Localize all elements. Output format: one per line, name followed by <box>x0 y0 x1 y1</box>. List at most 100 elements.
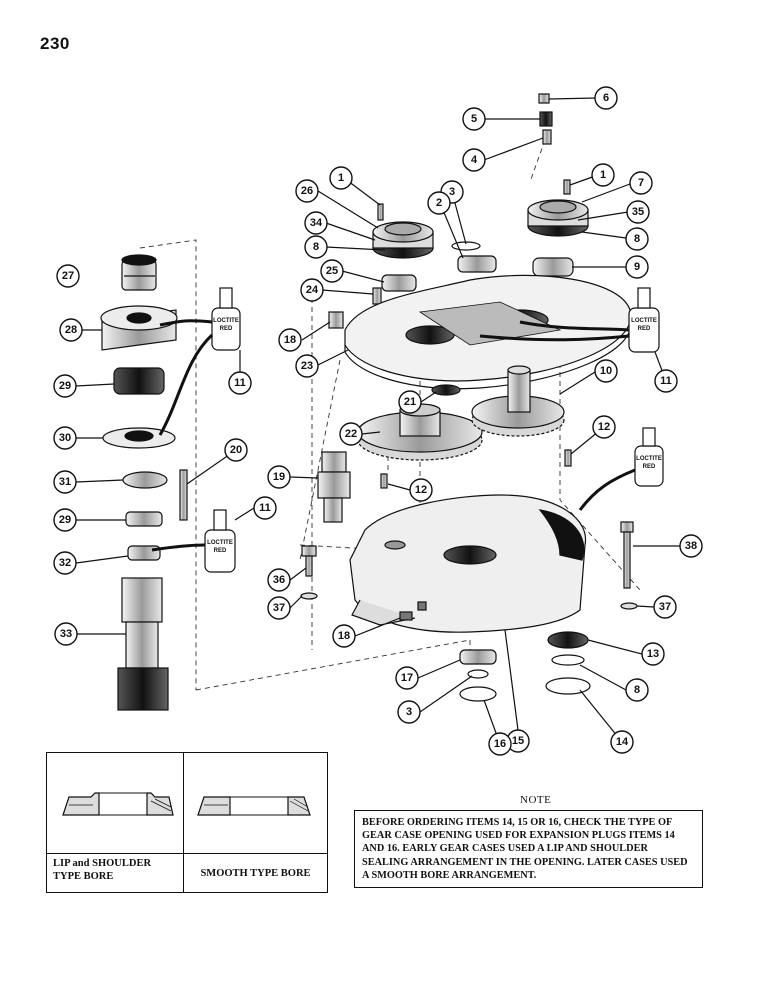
callout-19: 19 <box>267 465 291 489</box>
note-title: NOTE <box>520 794 552 806</box>
callout-29b: 29 <box>53 508 77 532</box>
callout-8c: 8 <box>625 678 649 702</box>
dowel-pin-12a <box>380 473 388 489</box>
svg-text:LOCTITE: LOCTITE <box>631 318 657 324</box>
svg-text:8: 8 <box>313 241 319 253</box>
callout-21: 21 <box>398 390 422 414</box>
svg-text:10: 10 <box>600 365 612 377</box>
svg-text:35: 35 <box>632 206 644 218</box>
svg-text:RED: RED <box>643 464 656 470</box>
svg-text:2: 2 <box>436 197 442 209</box>
callout-34: 34 <box>304 211 328 235</box>
svg-text:25: 25 <box>326 265 338 277</box>
callout-37b: 37 <box>653 595 677 619</box>
callout-36: 36 <box>267 568 291 592</box>
svg-text:8: 8 <box>634 233 640 245</box>
lip-shoulder-bore-cell: LIP and SHOULDER TYPE BORE <box>47 753 184 892</box>
bearing-cap-left <box>372 221 434 259</box>
svg-text:9: 9 <box>634 261 640 273</box>
callout-8b: 8 <box>625 227 649 251</box>
svg-text:18: 18 <box>338 630 350 642</box>
svg-text:30: 30 <box>59 432 71 444</box>
callout-1b: 1 <box>591 163 615 187</box>
leader-lines <box>75 97 680 745</box>
svg-text:11: 11 <box>234 377 246 389</box>
page-number: 230 <box>40 34 70 53</box>
svg-text:23: 23 <box>301 360 313 372</box>
svg-text:32: 32 <box>59 557 71 569</box>
top-cover-plate <box>344 274 632 390</box>
svg-text:21: 21 <box>404 396 416 408</box>
callout-2: 2 <box>427 191 451 215</box>
svg-text:36: 36 <box>273 574 285 586</box>
left-parts-stack <box>100 254 178 711</box>
svg-text:28: 28 <box>65 324 77 336</box>
svg-text:13: 13 <box>647 648 659 660</box>
svg-text:15: 15 <box>512 735 524 747</box>
callout-22: 22 <box>339 422 363 446</box>
callout-13: 13 <box>641 642 665 666</box>
callout-11a: 11 <box>228 371 252 395</box>
callout-12b: 12 <box>409 478 433 502</box>
svg-text:3: 3 <box>406 706 412 718</box>
pinion-shaft <box>317 451 351 523</box>
svg-text:3: 3 <box>449 186 455 198</box>
callout-17: 17 <box>395 666 419 690</box>
callout-30: 30 <box>53 426 77 450</box>
svg-text:5: 5 <box>471 113 477 125</box>
bearings-top <box>328 179 574 329</box>
svg-text:RED: RED <box>214 548 227 554</box>
loctite-bottle-a: LOCTITE RED <box>211 287 241 351</box>
callout-27: 27 <box>56 264 80 288</box>
loctite-bottle-b: LOCTITE RED <box>628 287 660 353</box>
callout-4: 4 <box>462 148 486 172</box>
callout-11c: 11 <box>253 496 277 520</box>
callout-25: 25 <box>320 259 344 283</box>
callout-9: 9 <box>625 255 649 279</box>
svg-text:8: 8 <box>634 684 640 696</box>
svg-text:24: 24 <box>306 284 319 296</box>
loctite-lines <box>151 319 636 552</box>
callout-1a: 1 <box>329 166 353 190</box>
callout-6: 6 <box>594 86 618 110</box>
callout-29a: 29 <box>53 374 77 398</box>
callout-3b: 3 <box>397 700 421 724</box>
svg-text:27: 27 <box>62 270 74 282</box>
callout-24: 24 <box>300 278 324 302</box>
callout-20: 20 <box>224 438 248 462</box>
svg-text:14: 14 <box>616 736 629 748</box>
callout-37a: 37 <box>267 596 291 620</box>
svg-text:4: 4 <box>471 154 478 166</box>
bottom-parts <box>459 631 591 702</box>
svg-text:38: 38 <box>685 540 697 552</box>
svg-text:11: 11 <box>259 502 271 514</box>
loctite-bottle-d: LOCTITE RED <box>204 509 236 573</box>
large-gear <box>357 403 483 461</box>
svg-text:34: 34 <box>310 217 323 229</box>
callout-12a: 12 <box>592 415 616 439</box>
svg-text:1: 1 <box>338 172 344 184</box>
svg-text:RED: RED <box>220 326 233 332</box>
callout-10: 10 <box>594 359 618 383</box>
callout-11b: 11 <box>654 369 678 393</box>
svg-text:20: 20 <box>230 444 242 456</box>
svg-text:17: 17 <box>401 672 413 684</box>
svg-text:11: 11 <box>660 375 672 387</box>
callout-23: 23 <box>295 354 319 378</box>
smooth-bore-label: SMOOTH TYPE BORE <box>184 853 327 892</box>
callout-31: 31 <box>53 470 77 494</box>
svg-text:LOCTITE: LOCTITE <box>213 318 239 324</box>
callout-28: 28 <box>59 318 83 342</box>
loctite-bottle-c: LOCTITE RED <box>634 427 664 487</box>
svg-text:26: 26 <box>301 185 313 197</box>
callout-5: 5 <box>462 107 486 131</box>
svg-text:37: 37 <box>273 602 285 614</box>
note-text: Before ordering items 14, 15 or 16, chec… <box>354 810 703 888</box>
callout-8a: 8 <box>304 235 328 259</box>
svg-text:31: 31 <box>59 476 71 488</box>
callout-16: 16 <box>488 732 512 756</box>
callout-33: 33 <box>54 622 78 646</box>
svg-text:18: 18 <box>284 334 296 346</box>
svg-text:RED: RED <box>638 326 651 332</box>
